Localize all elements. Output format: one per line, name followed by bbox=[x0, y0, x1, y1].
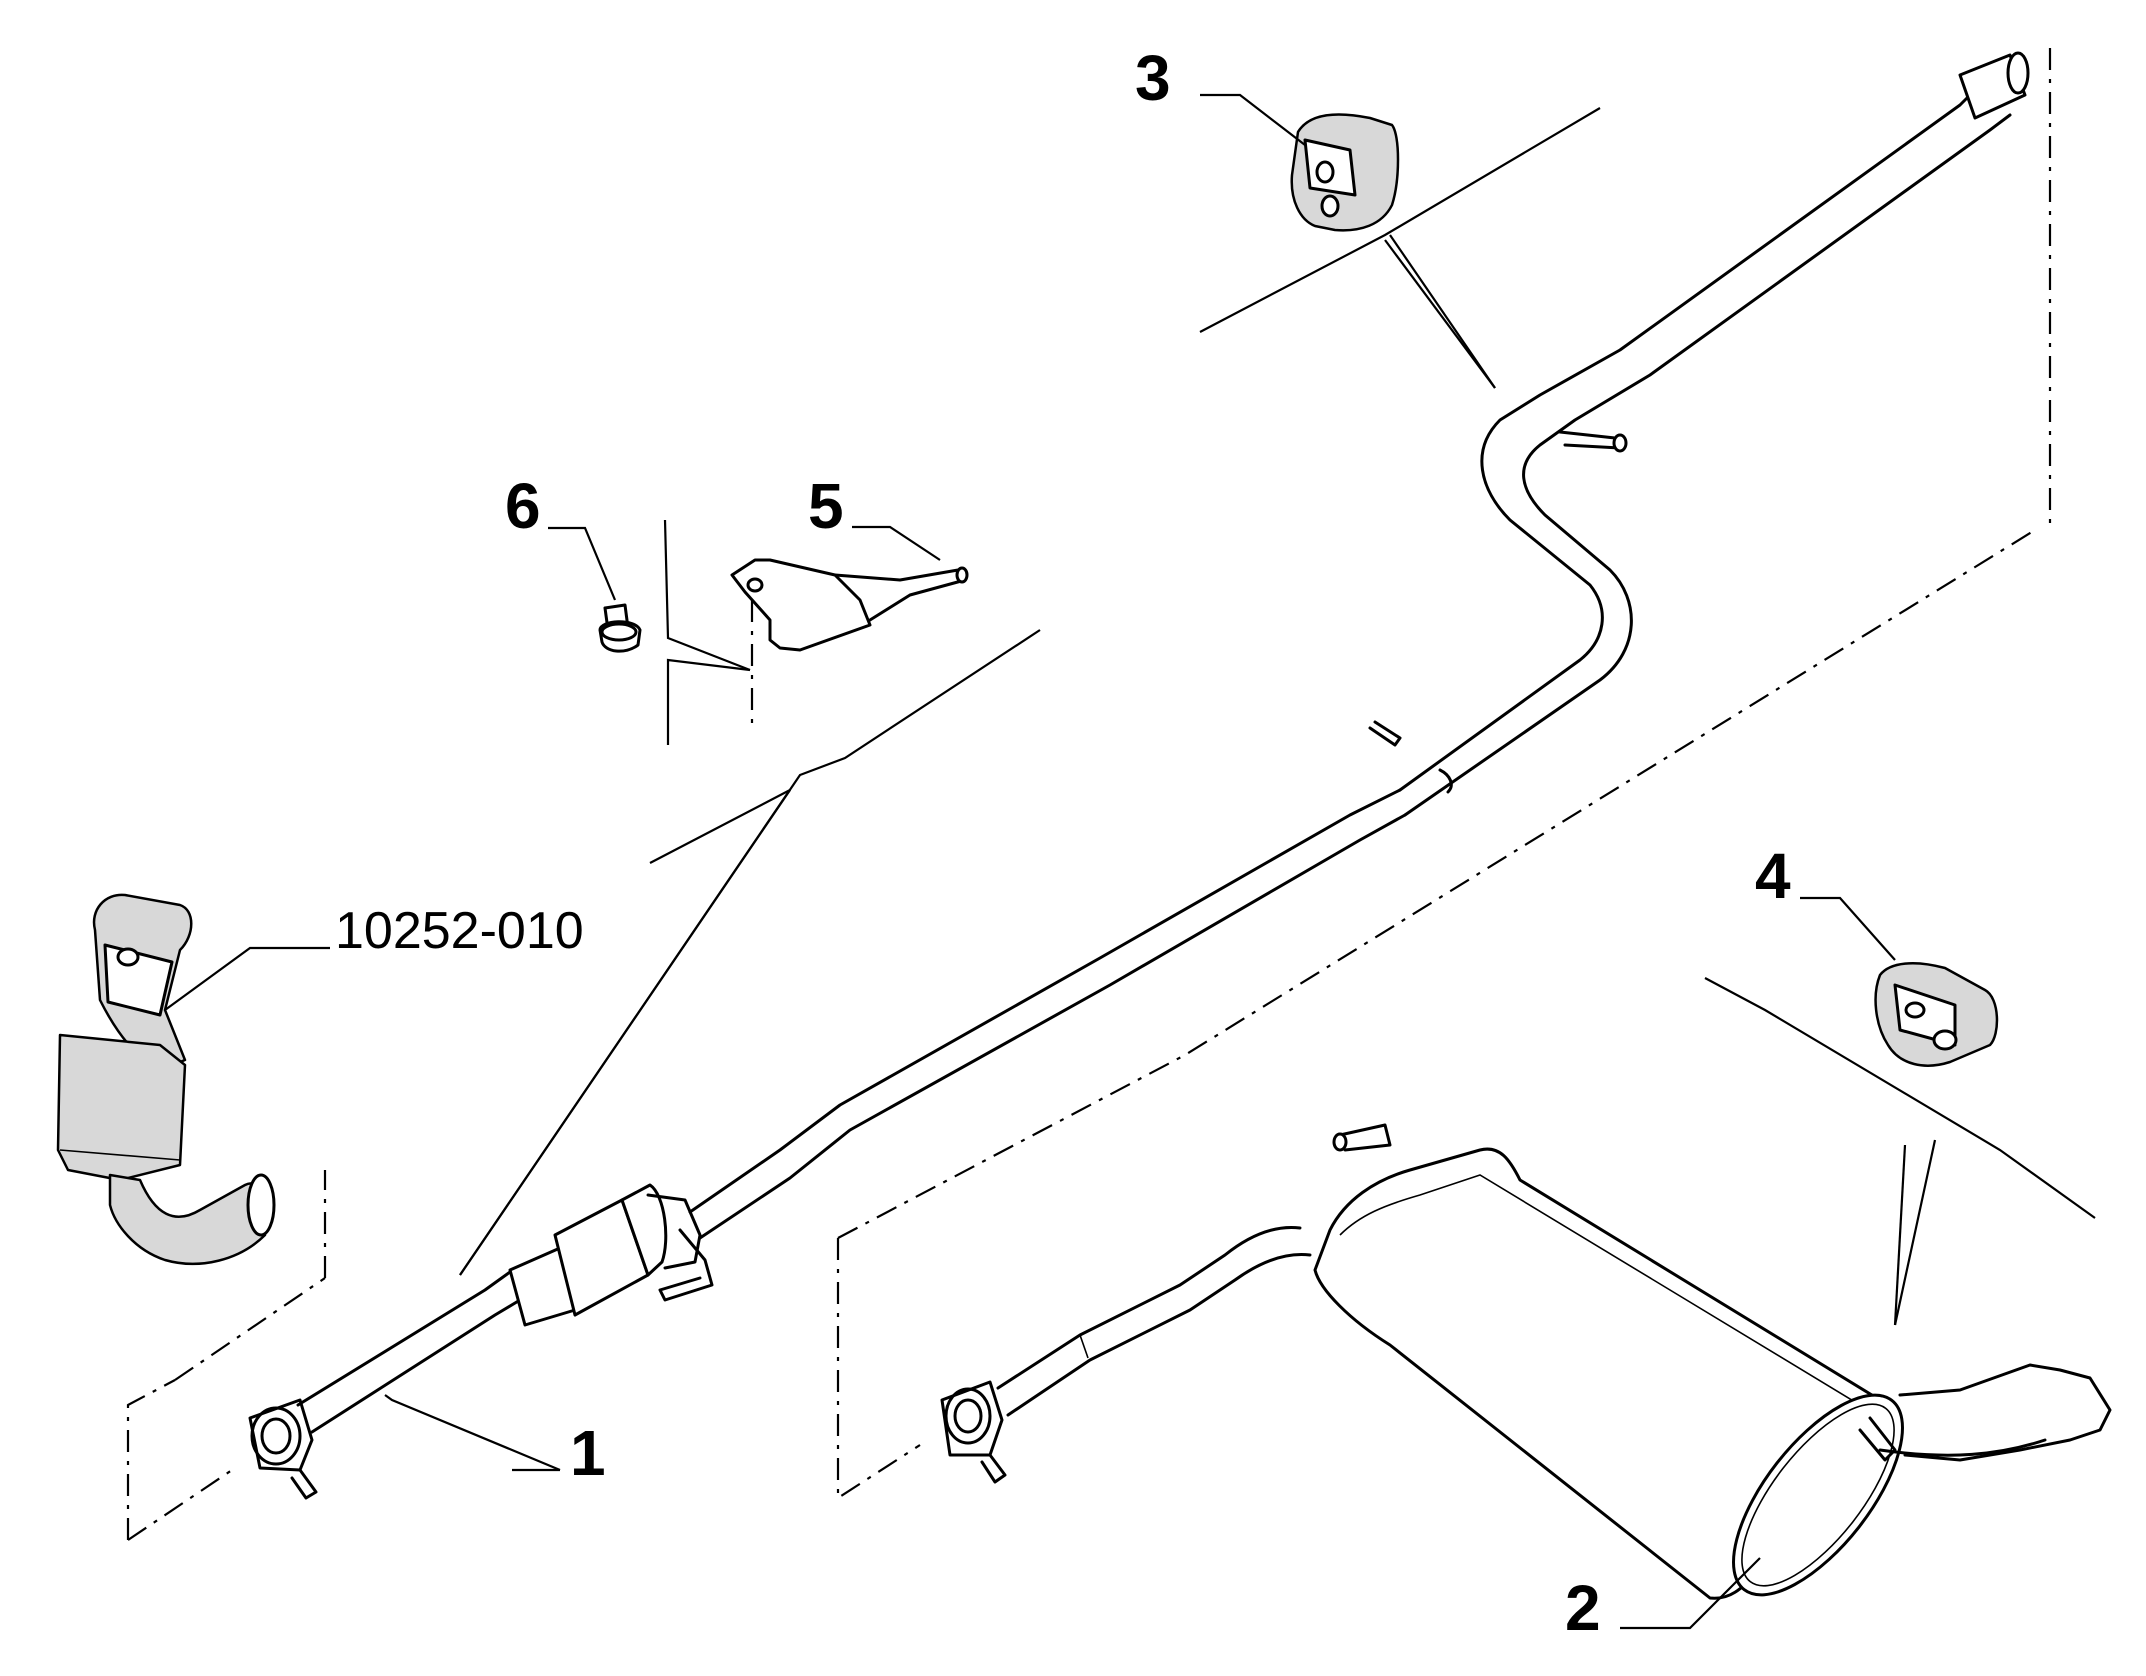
callout-1: 1 bbox=[570, 1417, 606, 1489]
callout-3: 3 bbox=[1135, 42, 1171, 114]
rubber-hanger-upper bbox=[1290, 113, 1400, 232]
callout-4: 4 bbox=[1755, 840, 1791, 912]
rubber-hanger-rear bbox=[1874, 962, 1999, 1067]
callout-2: 2 bbox=[1565, 1572, 1601, 1644]
leader-lines bbox=[164, 93, 2096, 1630]
mounting-bracket bbox=[730, 558, 969, 652]
callout-6: 6 bbox=[505, 470, 541, 542]
reference-part-number: 10252-010 bbox=[335, 902, 584, 960]
intermediate-pipe bbox=[1368, 51, 2030, 817]
catalytic-converter bbox=[56, 893, 276, 1266]
rear-muffler bbox=[940, 1123, 2112, 1600]
callout-5: 5 bbox=[808, 470, 844, 542]
front-exhaust-pipe bbox=[248, 788, 1407, 1500]
bolt bbox=[598, 603, 642, 653]
dashed-boundaries bbox=[126, 48, 2052, 1541]
